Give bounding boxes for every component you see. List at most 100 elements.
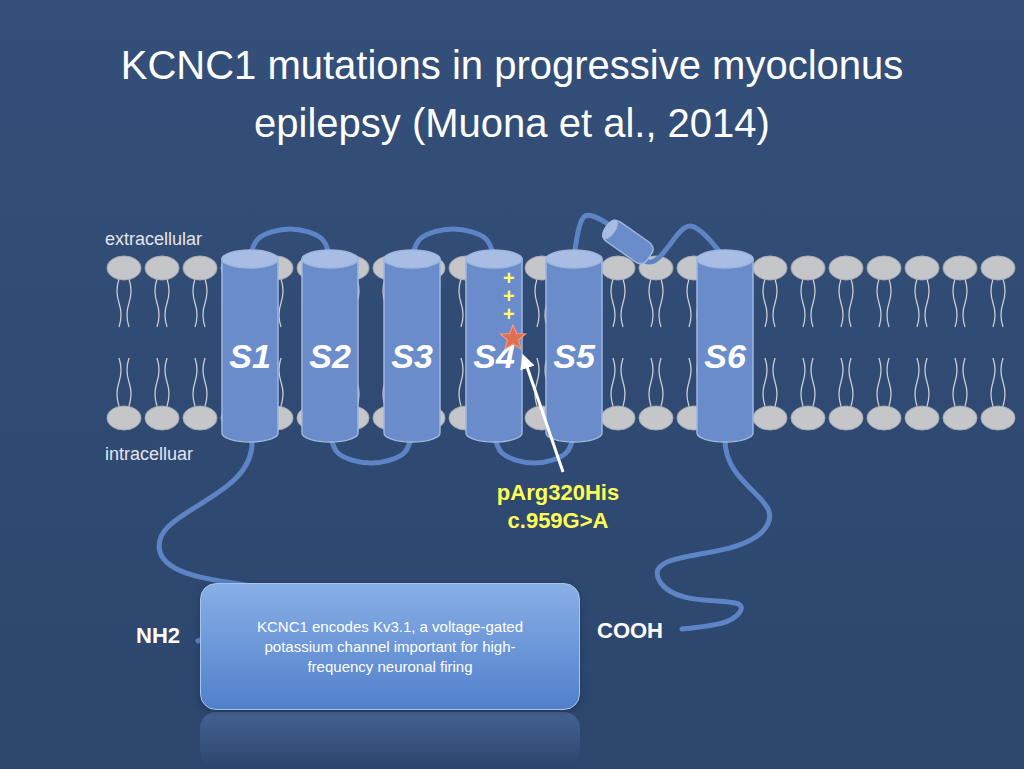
- cylinder-top: [466, 250, 522, 268]
- charge-sign: +: [503, 302, 523, 327]
- helix-label: S4: [466, 336, 522, 376]
- lipid-tail: [887, 358, 891, 406]
- pore-helix-end: [600, 218, 621, 242]
- lipid-tail: [687, 279, 691, 327]
- lipid-tail: [127, 358, 131, 406]
- lipid-tail: [811, 358, 815, 406]
- lipid-tail: [963, 279, 967, 327]
- cylinder-body: [302, 259, 358, 442]
- lipid-tail: [117, 358, 121, 406]
- lipid-tail: [165, 279, 169, 327]
- mutation-callout: pArg320His c.959G>A: [458, 479, 658, 535]
- cylinder-body: [384, 259, 440, 442]
- lipid-tail: [1001, 358, 1005, 406]
- cylinder-top: [222, 250, 278, 268]
- lipid-tail: [811, 279, 815, 327]
- lipid-tail: [991, 358, 995, 406]
- cylinder-top: [697, 250, 753, 268]
- lipid-tail: [155, 358, 159, 406]
- lipid-head: [107, 256, 141, 280]
- lipid-head: [601, 406, 635, 430]
- charge-sign: +: [503, 284, 523, 309]
- region-label: intracelluar: [105, 443, 265, 466]
- lipid-head: [753, 256, 787, 280]
- lipid-tail: [963, 358, 967, 406]
- lipid-tail: [877, 358, 881, 406]
- lipid-tail: [117, 279, 121, 327]
- lipid-tail: [953, 279, 957, 327]
- cylinder-body: [222, 259, 278, 442]
- lipid-head: [829, 406, 863, 430]
- lipid-tail: [763, 279, 767, 327]
- transmembrane-helix: S5: [546, 250, 602, 442]
- lipid-head: [867, 256, 901, 280]
- region-label: extracellular: [105, 228, 265, 251]
- lipid-tail: [773, 358, 777, 406]
- c-terminus-chain: [657, 440, 770, 629]
- cylinder-body: [466, 259, 522, 442]
- box-reflection: [200, 712, 580, 767]
- charge-sign: +: [503, 266, 523, 291]
- lipid-tail: [1001, 279, 1005, 327]
- lipid-tail: [763, 358, 767, 406]
- lipid-tail: [193, 279, 197, 327]
- lipid-head: [145, 256, 179, 280]
- lipid-tail: [953, 358, 957, 406]
- lipid-tail: [649, 358, 653, 406]
- lipid-head: [183, 406, 217, 430]
- lipid-tail: [687, 358, 691, 406]
- lipid-tail: [773, 279, 777, 327]
- lipid-tail: [801, 358, 805, 406]
- lipid-tail: [621, 279, 625, 327]
- lipid-tail: [611, 358, 615, 406]
- helix-label: S3: [384, 336, 440, 376]
- helix-label: S2: [302, 336, 358, 376]
- lipid-head: [981, 406, 1015, 430]
- terminus-label: NH2: [136, 622, 216, 650]
- transmembrane-helix: S1: [222, 250, 278, 442]
- cylinder-top: [302, 250, 358, 268]
- lipid-tail: [459, 279, 463, 327]
- lipid-head: [981, 256, 1015, 280]
- cylinder-body: [546, 259, 602, 442]
- lipid-tail: [915, 358, 919, 406]
- lipid-head: [905, 256, 939, 280]
- transmembrane-helix: S6: [697, 250, 753, 442]
- lipid-head: [943, 256, 977, 280]
- lipid-tail: [279, 358, 283, 406]
- mutation-star: [501, 325, 526, 349]
- lipid-head: [107, 406, 141, 430]
- helix-label: S6: [697, 336, 753, 376]
- lipid-tail: [203, 279, 207, 327]
- lipid-tail: [535, 358, 539, 406]
- pore-helix: [599, 217, 656, 267]
- lipid-tail: [839, 358, 843, 406]
- box-text: KCNC1 encodes Kv3.1, a voltage-gated pot…: [235, 617, 545, 677]
- lipid-tail: [127, 279, 131, 327]
- lipid-tail: [991, 279, 995, 327]
- lipid-tail: [801, 279, 805, 327]
- lipid-tail: [877, 279, 881, 327]
- lipid-tail: [849, 279, 853, 327]
- slide-title: KCNC1 mutations in progressive myoclonus…: [82, 36, 942, 152]
- transmembrane-helix: S4: [466, 250, 522, 442]
- lipid-head: [791, 256, 825, 280]
- info-box: KCNC1 encodes Kv3.1, a voltage-gated pot…: [200, 583, 580, 710]
- lipid-tail: [925, 279, 929, 327]
- lipid-tail: [925, 358, 929, 406]
- lipid-head: [601, 256, 635, 280]
- lipid-tail: [279, 279, 283, 327]
- terminus-label: COOH: [597, 617, 687, 645]
- pore-helix-body: [600, 217, 656, 266]
- helix-label: S5: [546, 336, 602, 376]
- lipid-tail: [165, 358, 169, 406]
- lipid-tail: [659, 279, 663, 327]
- lipid-tail: [849, 358, 853, 406]
- transmembrane-helix: S2: [302, 250, 358, 442]
- lipid-tail: [659, 358, 663, 406]
- cylinder-body: [697, 259, 753, 442]
- lipid-tail: [839, 279, 843, 327]
- lipid-head: [867, 406, 901, 430]
